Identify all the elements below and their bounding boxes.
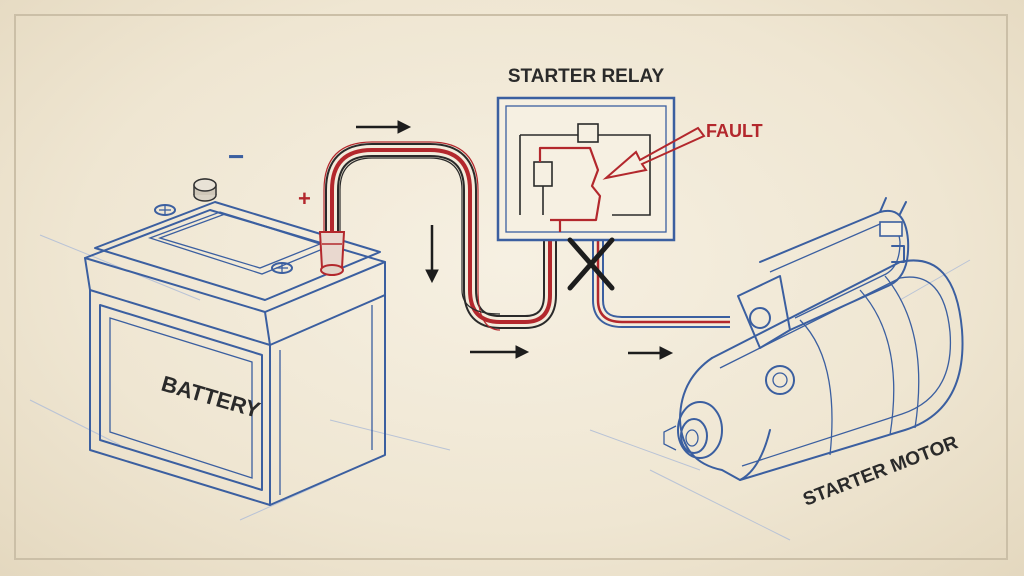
fault-label: FAULT [706,121,763,141]
flow-arrows [356,120,674,360]
motor-cable [592,240,730,328]
battery-label: BATTERY [159,371,264,423]
arrow-down-icon [425,225,439,284]
paper-border [14,14,1008,560]
battery-cap-right [271,262,293,274]
break-x-icon [567,237,615,291]
fault-marker: FAULT [602,121,763,180]
arrow-right-icon [356,120,412,134]
positive-cable [318,141,557,331]
battery-cap-left [154,204,176,216]
motor-label: STARTER MOTOR [800,432,961,510]
relay-label: STARTER RELAY [508,66,665,87]
starter-relay: STARTER RELAY [496,66,676,242]
fault-arrow-icon [602,126,706,180]
arrow-right-icon [470,345,530,359]
negative-sign: − [228,141,244,172]
starter-motor: STARTER MOTOR [663,197,964,511]
construction-lines [29,234,971,541]
negative-terminal [193,178,217,202]
positive-sign: + [298,186,311,211]
arrow-right-icon [628,346,674,360]
